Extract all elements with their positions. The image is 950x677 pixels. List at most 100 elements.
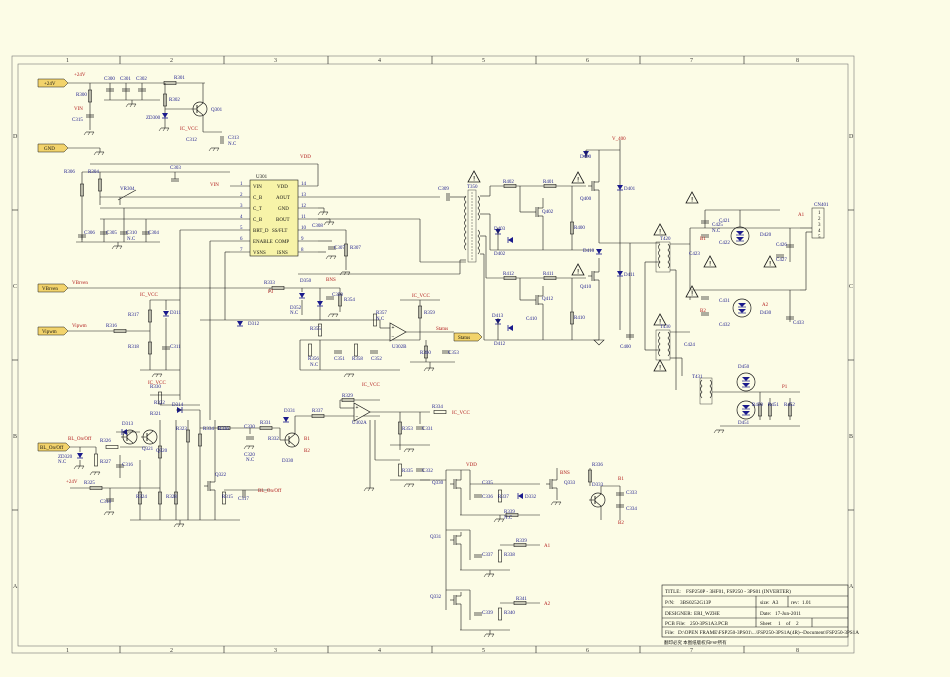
label-icvcc-out: IC_VCC [452, 411, 470, 416]
label-r339: R339 [504, 510, 515, 515]
label-t431: T431 [692, 375, 703, 380]
cn-pin-2: 2 [818, 217, 821, 222]
grid-row-a-right: A [849, 584, 854, 590]
label-u302a: U302A [352, 421, 367, 426]
label-c313: C313 [228, 136, 239, 141]
ic-pin-r3: GND [278, 207, 289, 212]
tb-pcb-label: PCB File: [665, 621, 686, 627]
label-c303: C303 [170, 166, 181, 171]
label-r326: R326 [100, 439, 111, 444]
label-icvcc-u302a: IC_VCC [362, 383, 380, 388]
label-vin-net: VIN [74, 107, 83, 112]
label-zd320-nc: N.C [58, 460, 67, 465]
label-c313-nc: N.C [228, 142, 237, 147]
bl-onoff-block: BL_On/Off ZD320 N.C R327 R326 D313 Q321 … [58, 381, 470, 528]
grid-row-d: D [13, 134, 18, 140]
ic-pin-l4: C_B [253, 218, 263, 223]
tb-file: D:\OPEN FRAME\FSP250-3PS01\...\FSP250-3P… [678, 629, 859, 636]
label-c302: C302 [136, 77, 147, 82]
label-b1-low: B1 [618, 477, 624, 482]
label-c424: C424 [684, 343, 695, 348]
label-d314: D314 [172, 403, 184, 408]
label-c352: C352 [371, 357, 382, 362]
label-c304: C304 [148, 231, 159, 236]
label-icvcc-mid: IC_VCC [412, 294, 430, 299]
label-d331: D331 [284, 409, 296, 414]
ic-num-l6: 6 [240, 237, 243, 242]
tb-title: FSP250P - 3HF01, FSP250 - 3PS01 (INVERTE… [686, 588, 791, 595]
label-r358: R358 [352, 357, 363, 362]
ic-pin-r5: SS/FLT [272, 229, 287, 234]
port-status-label: Status [458, 336, 470, 341]
label-d403: D403 [494, 227, 506, 232]
port-vbrven: VBrven [37, 283, 69, 293]
port-bl-onoff-label: BL_On/Off [40, 446, 64, 451]
label-cn401: CN401 [814, 203, 829, 208]
label-a2-low: A2 [544, 602, 551, 607]
label-c425: C425 [712, 223, 723, 228]
label-c351: C351 [334, 357, 345, 362]
label-r316: R316 [106, 324, 117, 329]
ic-num-r3: 12 [301, 204, 307, 209]
tb-sheet-label: Sheet [760, 621, 772, 627]
label-c336: C336 [482, 495, 493, 500]
label-d352: D352 [290, 306, 302, 311]
grid-row-d-right: D [849, 134, 854, 140]
label-c306: C306 [84, 231, 95, 236]
label-d352-nc: N.C [290, 311, 299, 316]
tb-pn: 3BS0252G13P [680, 600, 711, 606]
grid-column-labels-bottom: 1 2 3 4 5 6 7 8 [66, 648, 799, 654]
label-q402: Q402 [542, 210, 554, 215]
port-vipwm: Vipwm [37, 326, 69, 336]
label-r450: R450 [752, 403, 763, 408]
label-r306: R306 [64, 170, 75, 175]
label-r338: R338 [504, 553, 515, 558]
controller-ic: U301 VIN C_B C_T C_B BRT_D ENABLE VSNS V… [90, 155, 440, 276]
label-r336: R336 [218, 427, 229, 432]
ic-pin-l7: VSNS [253, 251, 266, 256]
inner-frame [17, 63, 849, 647]
label-c310-nc: N.C [127, 237, 136, 242]
label-icvcc-bl: IC_VCC [148, 381, 166, 386]
label-r302: R302 [169, 98, 180, 103]
label-vdd-low: VDD [466, 463, 477, 468]
label-c431: C431 [719, 299, 730, 304]
label-r355: R355 [310, 327, 321, 332]
ic-pin-l3: C_T [253, 207, 262, 212]
port-gnd: GND [37, 143, 69, 153]
feedback-network: R333 P3 BNS D352 N.C D350 C350 R354 R355… [68, 278, 459, 378]
ic-num-l3: 3 [240, 204, 243, 209]
ic-body [249, 179, 299, 257]
label-q320: Q320 [156, 449, 168, 454]
label-r401: R401 [543, 180, 554, 185]
label-r337b: R337 [498, 495, 509, 500]
pwm-input-network: IC_VCC R316 R317 R318 D311 C311 VBrven V… [68, 281, 181, 378]
label-r307: R307 [350, 246, 361, 251]
label-r411: R411 [543, 272, 554, 277]
label-bns: BNS [326, 278, 336, 283]
label-r337: R337 [312, 409, 323, 414]
label-b1-out: B1 [700, 237, 706, 242]
label-r412: R412 [503, 272, 514, 277]
ic-num-r1: 14 [301, 182, 307, 187]
label-r327: R327 [100, 460, 111, 465]
label-r318: R318 [128, 345, 139, 350]
grid-col-2: 2 [170, 58, 173, 64]
label-d312: D312 [248, 322, 260, 327]
label-c314: C314 [100, 500, 111, 505]
label-d450: D450 [738, 365, 750, 370]
ic-pin-r4: BOUT [276, 218, 290, 223]
label-c400: C400 [620, 345, 631, 350]
label-q412: Q412 [542, 297, 554, 302]
lower-switches: VDD Q330 C335 C336 R337 D332 R339 N.C Q3… [420, 463, 637, 638]
grid-col-3-bottom: 3 [274, 648, 277, 654]
label-d412: D412 [494, 342, 506, 347]
label-c309: C309 [438, 187, 449, 192]
label-c353: C353 [448, 351, 459, 356]
tb-designer: ERI_WZHE [694, 611, 720, 617]
label-a2-out: A2 [762, 303, 769, 308]
tb-file-label: File: [665, 630, 675, 636]
tb-footer: 翻印必究 本图纸版权归FSP所有 [664, 639, 727, 646]
cn-pin-4: 4 [818, 229, 821, 234]
label-c315: C315 [72, 118, 83, 123]
